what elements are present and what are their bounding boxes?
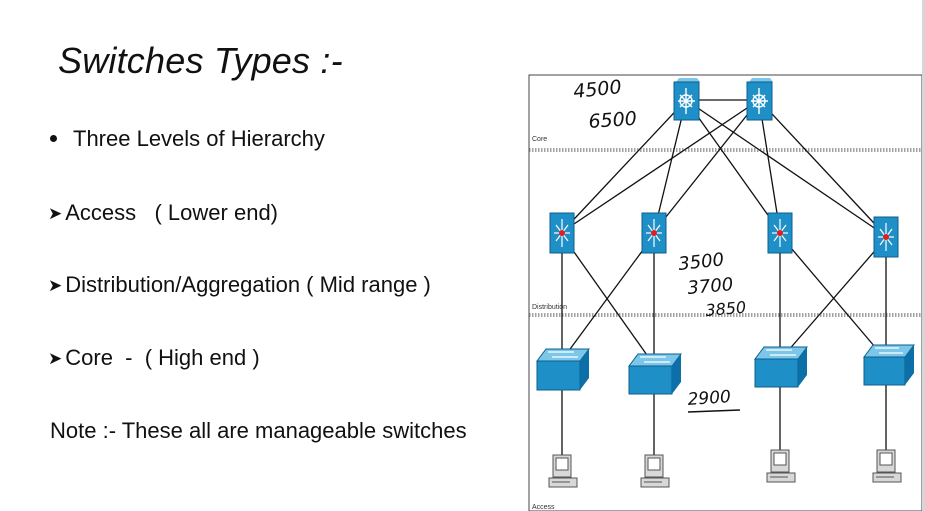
core-model-6500: 6500: [588, 108, 638, 133]
core-distribution-links: [561, 99, 887, 237]
item-access-label: Access ( Lower end): [65, 200, 278, 225]
access-switch-icon: [628, 353, 682, 395]
bullet-hierarchy: Three Levels of Hierarchy: [50, 126, 325, 152]
pc-icon: [872, 449, 902, 483]
slide-title: Switches Types :-: [58, 40, 343, 81]
item-distribution-label: Distribution/Aggregation ( Mid range ): [65, 272, 431, 297]
dist-model-3500: 3500: [677, 249, 725, 275]
item-core-label: Core - ( High end ): [65, 345, 260, 370]
item-distribution: ➤Distribution/Aggregation ( Mid range ): [48, 272, 431, 298]
core-model-4500: 4500: [572, 76, 622, 103]
slide-right-edge: [922, 0, 925, 511]
core-switch-icon: [673, 78, 700, 121]
access-model-2900: 2900: [687, 387, 732, 410]
access-model-underline: [687, 409, 741, 413]
zone-label-distribution: Distribution: [532, 304, 567, 311]
distribution-switch-icon: [549, 212, 575, 254]
arrowhead-bullet-icon: ➤: [48, 349, 63, 368]
dist-model-3850: 3850: [705, 298, 747, 320]
bullet-dot-icon: [50, 134, 57, 142]
distribution-switch-icon: [641, 212, 667, 254]
distribution-access-links: [561, 234, 887, 366]
arrowhead-bullet-icon: ➤: [48, 276, 63, 295]
bullet-text: Three Levels of Hierarchy: [73, 126, 325, 151]
note-text: Note :- These all are manageable switche…: [50, 418, 467, 443]
item-access: ➤Access ( Lower end): [48, 200, 278, 226]
zone-label-access: Access: [532, 504, 555, 511]
pc-icon: [640, 454, 670, 488]
distribution-switch-icon: [767, 212, 793, 254]
access-switch-icon: [863, 344, 915, 386]
core-switch-icon: [746, 78, 773, 121]
pc-icon: [766, 449, 796, 483]
arrowhead-bullet-icon: ➤: [48, 204, 63, 223]
dist-model-3700: 3700: [687, 274, 734, 299]
access-switch-icon: [536, 348, 590, 391]
item-core: ➤Core - ( High end ): [48, 345, 260, 371]
access-switch-icon: [754, 346, 808, 388]
distribution-switch-icon: [873, 216, 899, 258]
zone-label-core: Core: [532, 136, 547, 143]
pc-icon: [548, 454, 578, 488]
handwritten-annotations: 4500 6500 3500 3700 3850 2900: [572, 76, 747, 410]
